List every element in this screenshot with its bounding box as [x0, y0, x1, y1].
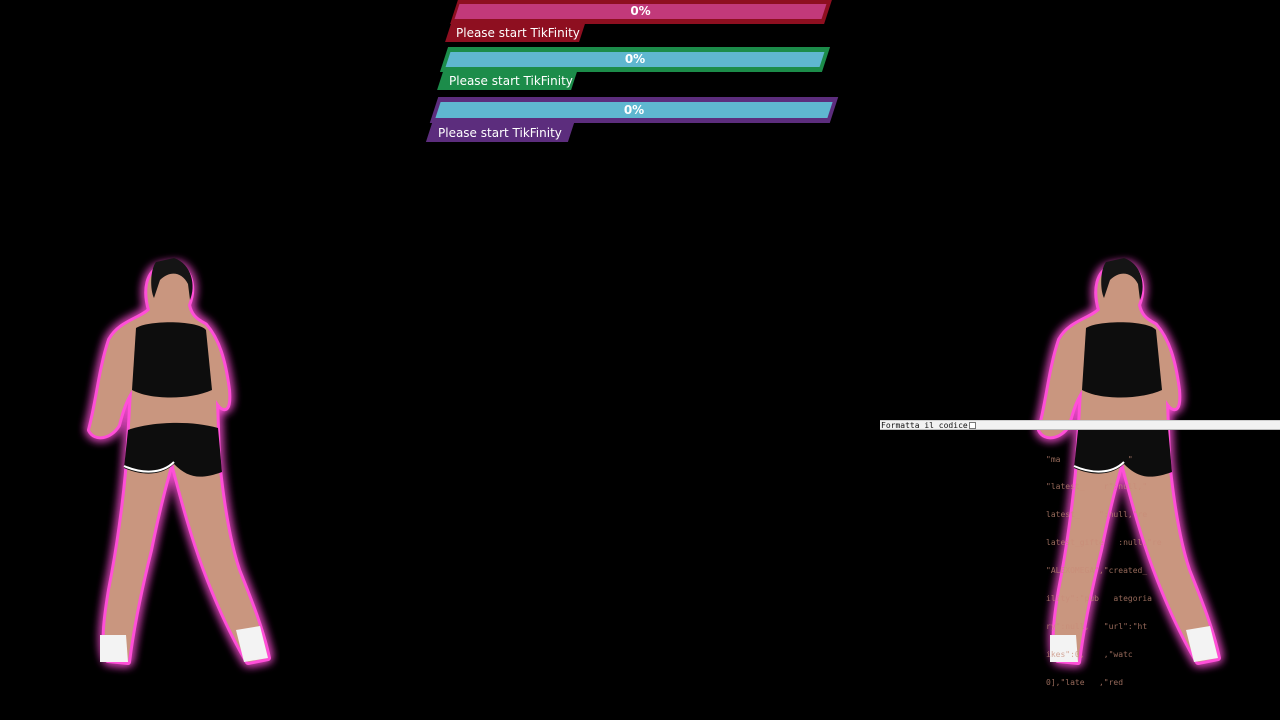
dancer-right-image: [1037, 258, 1221, 665]
code-line: "ma ": [1046, 454, 1133, 464]
goal-bar-2-percent: 0%: [624, 52, 646, 66]
goal-bar-1-label: Please start TikFinity: [456, 26, 580, 40]
code-text-overlay: "ma " "latest_ r":null," latest_ ":null,…: [1046, 436, 1181, 696]
goal-bar-1-percent: 0%: [630, 4, 651, 18]
goal-bar-3-percent: 0%: [623, 103, 645, 117]
goal-bar-2-label: Please start TikFinity: [449, 74, 573, 88]
code-line: "ALEXOMEGA","created_: [1046, 566, 1148, 576]
code-line: 0],"late ,"red: [1046, 677, 1124, 687]
code-line: ry":null, "url":"ht: [1046, 621, 1148, 631]
dancer-left-image: [87, 258, 271, 665]
code-line: ility":"pub ategoria: [1046, 594, 1152, 604]
code-line: ikes":0, ,"watc: [1046, 649, 1133, 659]
code-line: "latest_ r":null,": [1046, 482, 1148, 492]
goal-bar-3-label: Please start TikFinity: [438, 126, 562, 140]
goal-bar-3: 0% Please start TikFinity: [425, 97, 839, 143]
code-format-label: Formatta il codice: [881, 421, 968, 430]
code-line: latest_ ":null,"re: [1046, 510, 1148, 520]
goal-bar-1: 0% Please start TikFinity: [445, 0, 832, 44]
code-format-bar[interactable]: Formatta il codice: [880, 420, 1280, 430]
code-line: latest_gifte :null,"re: [1046, 538, 1162, 548]
goal-bar-2: 0% Please start TikFinity: [437, 47, 831, 91]
code-format-checkbox[interactable]: [968, 422, 976, 429]
